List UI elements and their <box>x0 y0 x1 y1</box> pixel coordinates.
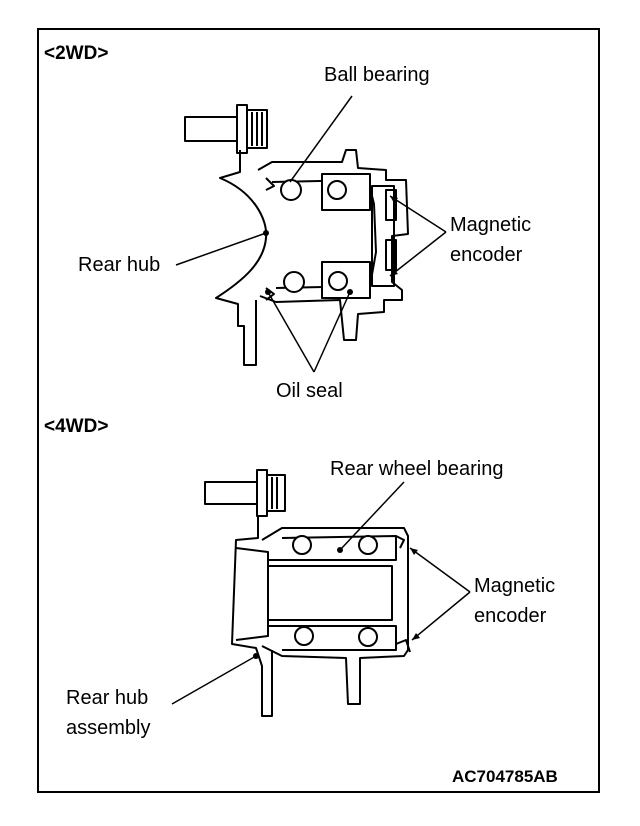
callout-oil-seal: Oil seal <box>276 380 343 402</box>
figure-frame <box>37 28 600 793</box>
oil-seal-leaders <box>267 291 351 373</box>
callout-rear-hub: Rear hub <box>78 254 161 276</box>
figure-code: AC704785AB <box>452 767 558 786</box>
callout-rear-wheel-bearing: Rear wheel bearing <box>330 458 504 480</box>
section-heading-2wd: <2WD> <box>44 43 109 64</box>
callout-rear-hub-assembly: Rear hub assembly <box>66 687 151 739</box>
callout-ball-bearing: Ball bearing <box>324 64 430 86</box>
magnetic-encoder-4wd-leaders <box>409 547 471 641</box>
rear-hub-2wd-drawing <box>184 104 409 366</box>
magnetic-encoder-2wd-leaders <box>389 195 447 277</box>
rear-hub-assembly-4wd-drawing <box>204 469 411 717</box>
rear-hub-assembly-leader <box>171 655 257 705</box>
callout-magnetic-encoder-4wd: Magnetic encoder <box>474 575 556 627</box>
leader-dots-2wd <box>263 196 398 295</box>
callout-magnetic-encoder-2wd: Magnetic encoder <box>450 214 532 266</box>
section-heading-4wd: <4WD> <box>44 416 109 437</box>
rear-hub-leader <box>175 232 267 266</box>
leader-dots-4wd <box>253 547 420 659</box>
ball-bearing-leader <box>289 95 353 183</box>
rear-wheel-bearing-leader <box>339 481 405 551</box>
